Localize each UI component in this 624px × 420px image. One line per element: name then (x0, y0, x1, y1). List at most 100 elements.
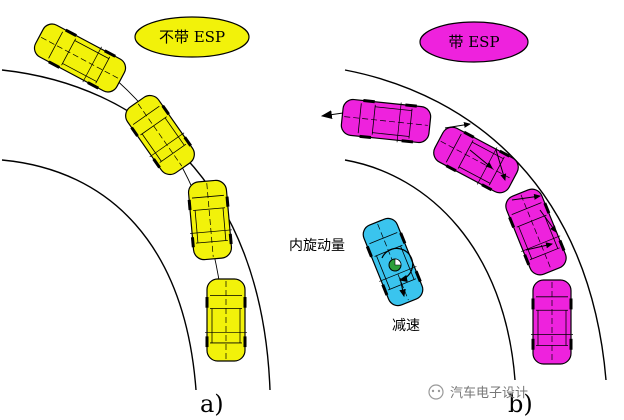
car-wheel (187, 199, 192, 211)
car-wheel (365, 245, 373, 258)
car-wheel (543, 202, 551, 214)
wechat-icon (428, 384, 444, 400)
force-arrow (444, 121, 471, 129)
road-inner-edge-b (344, 159, 516, 381)
inset-label-deceleration: 减速 (392, 318, 420, 334)
car-wheel (205, 297, 209, 308)
road-inner-edge-a (1, 159, 197, 391)
car-axle-line (149, 132, 185, 158)
badge-label-b: 带 ESP (448, 33, 499, 51)
car-wheel (183, 136, 192, 147)
panel-b-force-arrows (444, 121, 557, 251)
car-outline-line (440, 140, 512, 180)
badge-ellipse-a (134, 16, 250, 58)
car-wheel (381, 284, 389, 296)
force-arrow (495, 149, 507, 181)
car-outline-line (62, 63, 97, 82)
panel-b-badge: 带 ESP (419, 21, 529, 63)
car-outline-line (357, 103, 362, 134)
car-outline-line (518, 226, 533, 260)
wechat-icon-inner (431, 389, 435, 393)
car-wheel (499, 149, 511, 158)
inset-label-yaw-moment: 内旋动量 (289, 238, 345, 254)
car-outline-line (458, 166, 491, 184)
car-wheel (445, 164, 457, 173)
car-b-4 (531, 279, 573, 365)
force-arrow (469, 149, 493, 169)
force-arrow (525, 242, 553, 251)
car-wheel (87, 81, 100, 90)
wechat-icon-inner (437, 389, 441, 393)
car-outline-line (140, 116, 167, 136)
car-wheel (65, 28, 77, 37)
car-wheel (569, 338, 573, 350)
watermark-text: 汽车电子设计 (450, 385, 528, 401)
car-b-3 (505, 188, 567, 276)
car-wheel (399, 232, 407, 244)
panel-a-caption: a) (200, 390, 224, 418)
force-arrow (539, 209, 557, 233)
car-wheel (401, 139, 414, 144)
car-wheel (463, 130, 475, 139)
panel-b-caption: b) (508, 390, 533, 418)
car-b-2 (433, 126, 519, 194)
car-outline-line (74, 40, 110, 59)
car-a-3 (187, 179, 233, 261)
car-outline-line (375, 106, 412, 112)
badge-ellipse-b (419, 21, 529, 63)
car-axle-line (190, 229, 232, 234)
car-wheel (558, 239, 566, 252)
car-wheel (225, 196, 230, 207)
car-outline-line (40, 37, 120, 79)
car-wheel (359, 134, 372, 140)
watermark: 汽车电子设计 (428, 384, 528, 401)
car-outline-line (400, 245, 415, 280)
car-a-2 (125, 94, 195, 176)
car-wheel (205, 336, 209, 348)
car-wheel (103, 49, 116, 58)
car-outline-line (372, 132, 410, 137)
car-outline-line (141, 133, 162, 162)
panel-b-road (344, 69, 607, 381)
car-axle-line (396, 102, 402, 143)
car-outline-line (95, 56, 111, 84)
car-outline-line (520, 194, 552, 270)
car-b-1 (340, 98, 432, 144)
force-arrow (511, 193, 541, 201)
car-wheel (481, 183, 493, 192)
car-wheel (243, 297, 247, 308)
car-outline-line (344, 116, 428, 126)
badge-label-a: 不带 ESP (159, 28, 225, 46)
car-wheel (508, 216, 516, 228)
car-wheel (243, 336, 247, 348)
car-outline-line (193, 207, 226, 211)
car-wheel (228, 233, 233, 245)
car-wheel (531, 298, 535, 310)
car-wheel (190, 237, 195, 248)
car-wheel (405, 103, 417, 108)
car-outline-line (137, 103, 183, 167)
car-wheel (48, 60, 61, 69)
car-wheel (363, 99, 375, 104)
car-wheel (531, 338, 535, 350)
car-wheel (523, 254, 531, 266)
car-a-1 (33, 23, 127, 93)
inset-car-group (362, 217, 424, 307)
car-outline-line (376, 255, 391, 290)
road-outer-edge-b (344, 69, 607, 381)
panel-a-badge: 不带 ESP (134, 16, 250, 58)
car-wheel (161, 104, 170, 116)
car-outline-line (369, 232, 398, 245)
deceleration-arrow (399, 277, 406, 298)
car-outline-line (222, 207, 227, 241)
car-a-4 (205, 278, 247, 362)
car-outline-line (48, 31, 64, 59)
car-outline-line (194, 210, 199, 244)
yaw-moment-arc (381, 247, 414, 283)
car-axle-line (379, 266, 417, 282)
panel-a-cars (33, 23, 247, 362)
car-axle-line (82, 46, 102, 83)
car-wheel (414, 270, 422, 283)
